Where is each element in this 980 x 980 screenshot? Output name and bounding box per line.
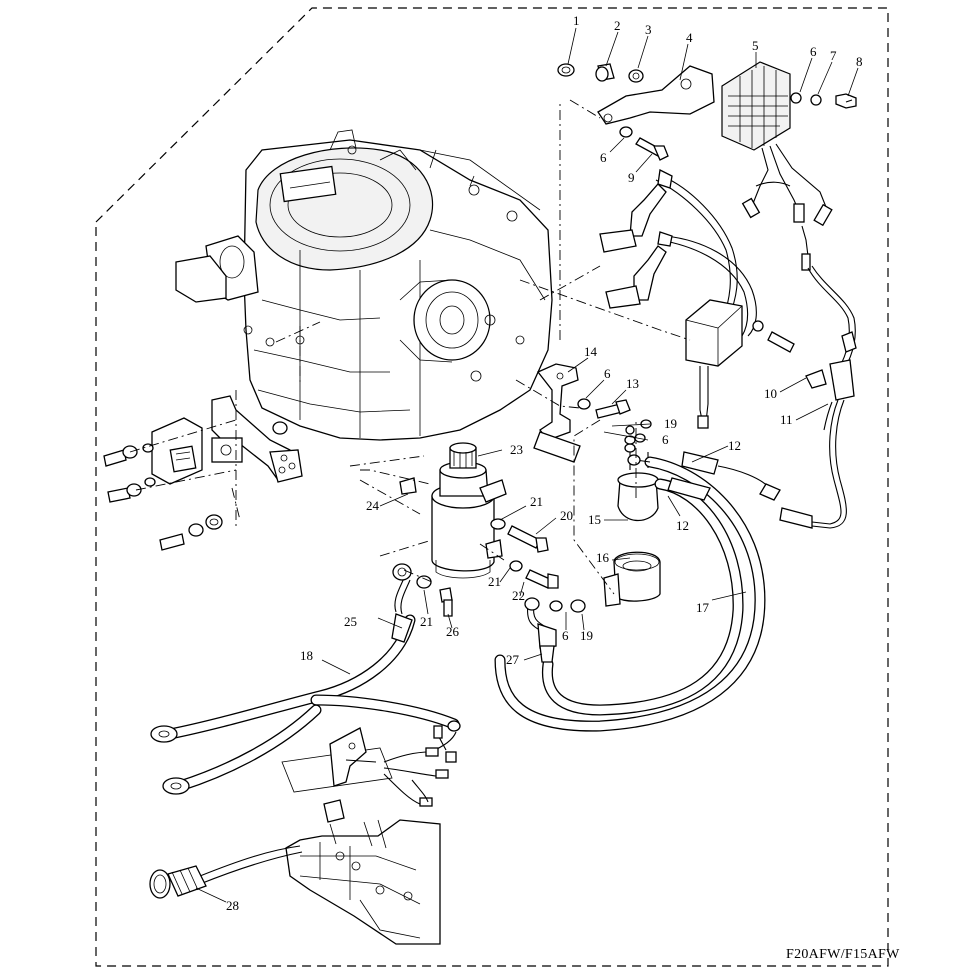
ignition-coil	[685, 299, 795, 429]
model-label: F20AFW/F15AFW	[786, 947, 900, 962]
callout-6c: 6	[604, 366, 611, 381]
engine-block	[175, 129, 553, 441]
callout-4: 4	[686, 30, 693, 45]
callout-2: 2	[614, 18, 621, 33]
callout-21c: 21	[420, 614, 433, 629]
solenoid-holder	[603, 551, 661, 607]
callout-24: 24	[366, 498, 380, 513]
ground-cables	[150, 563, 461, 795]
starter-hardware	[399, 477, 559, 589]
callout-19b: 19	[580, 628, 593, 643]
callout-21b: 21	[488, 574, 501, 589]
callout-1: 1	[573, 13, 580, 28]
starter-motor	[431, 442, 507, 579]
callout-13: 13	[626, 376, 639, 391]
callout-25: 25	[344, 614, 357, 629]
callout-17: 17	[696, 600, 710, 615]
callout-7: 7	[830, 48, 837, 63]
callout-22: 22	[512, 588, 525, 603]
callout-19a: 19	[664, 416, 677, 431]
callout-28: 28	[226, 898, 239, 913]
harness-connector	[149, 845, 303, 899]
lower-housing	[285, 799, 441, 945]
callout-6e: 6	[562, 628, 569, 643]
callout-labels: 1 2 3 4 5 6 7 8 6 9 14 6 13 10 11 19 6 1…	[226, 13, 863, 913]
assembly-lines	[129, 99, 691, 595]
callout-16: 16	[596, 550, 610, 565]
callout-18: 18	[300, 648, 313, 663]
rectifier-connectors	[741, 181, 833, 271]
battery-cables	[494, 451, 781, 732]
callout-27: 27	[506, 652, 520, 667]
callout-23: 23	[510, 442, 523, 457]
hardware-top-row	[557, 63, 857, 161]
lower-wiring	[383, 725, 457, 807]
callout-6b: 6	[600, 150, 607, 165]
callout-14: 14	[584, 344, 598, 359]
leader-lines	[195, 27, 859, 903]
callout-5: 5	[752, 38, 759, 53]
callout-20: 20	[560, 508, 573, 523]
callout-6d: 6	[662, 432, 669, 447]
cdi-bracket	[211, 395, 303, 483]
callout-15: 15	[588, 512, 601, 527]
callout-9: 9	[628, 170, 635, 185]
callout-3: 3	[645, 22, 652, 37]
solenoid-bracket	[533, 363, 581, 463]
lower-bracket	[281, 727, 393, 793]
cdi-unit	[151, 417, 203, 485]
callout-10: 10	[764, 386, 777, 401]
callout-11: 11	[780, 412, 793, 427]
mounting-bracket	[597, 65, 715, 125]
starter-solenoid	[617, 419, 659, 521]
callout-26: 26	[446, 624, 460, 639]
wire-harness	[779, 265, 857, 529]
callout-6a: 6	[810, 44, 817, 59]
callout-12b: 12	[676, 518, 689, 533]
bolt-13	[577, 398, 631, 419]
callout-21a: 21	[530, 494, 543, 509]
callout-12a: 12	[728, 438, 741, 453]
ground-hardware	[416, 575, 453, 617]
rectifier-regulator	[721, 61, 829, 215]
callout-8: 8	[856, 54, 863, 69]
positive-cable	[524, 597, 586, 663]
